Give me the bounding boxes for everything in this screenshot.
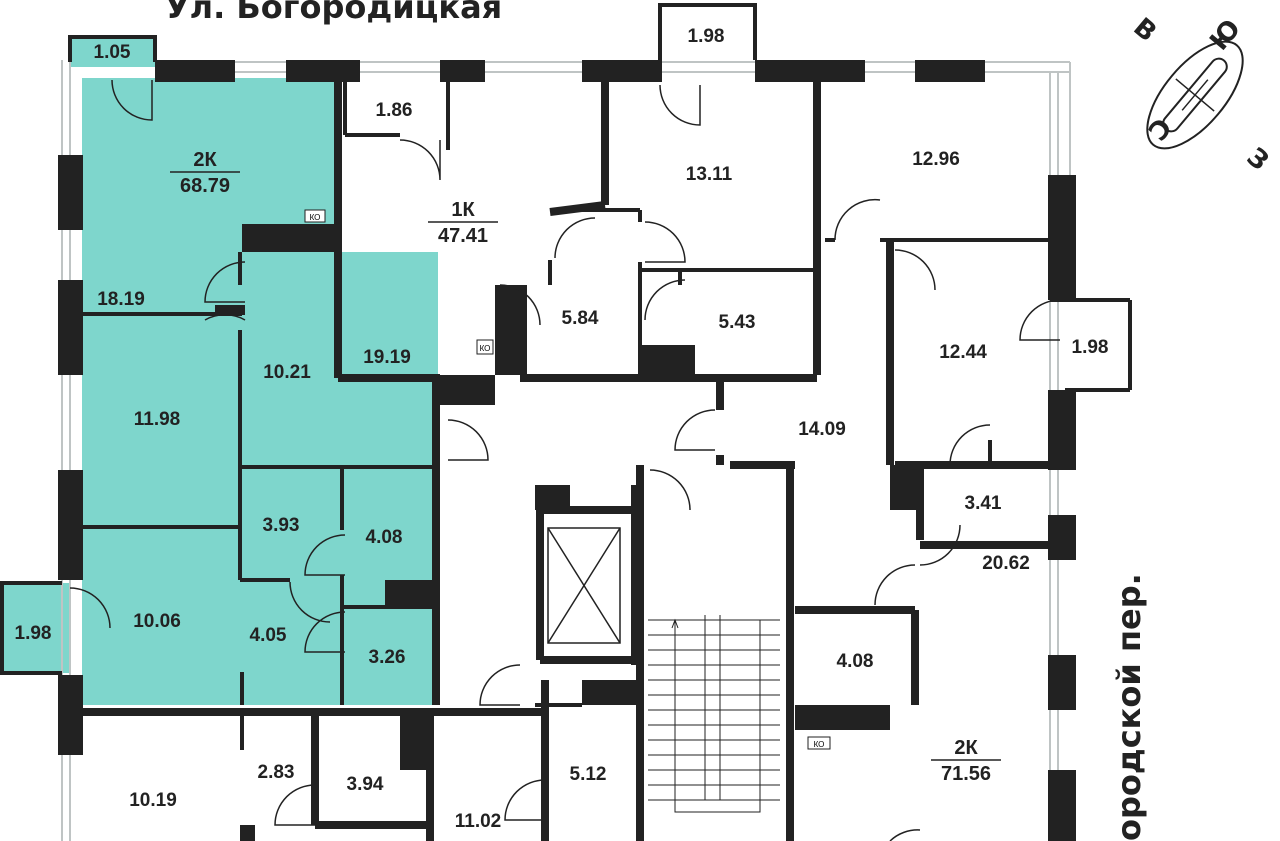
svg-text:КО: КО [480, 344, 491, 353]
compass-west: З [1241, 142, 1274, 177]
room-area: 5.12 [570, 764, 607, 785]
svg-text:КО: КО [310, 213, 321, 222]
room-area: 2.83 [258, 762, 295, 783]
ko-marker: КО [807, 736, 831, 750]
room-area: 1.98 [1072, 337, 1109, 358]
ko-marker: КО [304, 209, 326, 223]
room-area: 4.08 [366, 527, 403, 548]
room-area: 14.09 [798, 419, 846, 440]
room-area: 3.94 [347, 774, 384, 795]
street-right: ородской пер. [1110, 573, 1148, 841]
room-area: 10.19 [129, 790, 177, 811]
room-area: 3.26 [369, 647, 406, 668]
room-area: 4.08 [837, 651, 874, 672]
room-area: 10.21 [263, 362, 311, 383]
room-area: 1.98 [15, 623, 52, 644]
room-area: 12.44 [939, 342, 987, 363]
room-area: 3.93 [263, 515, 300, 536]
apartment-area: 68.79 [180, 175, 230, 197]
compass-icon [1146, 40, 1244, 150]
compass-north: С [1141, 111, 1176, 145]
room-area: 4.05 [250, 625, 287, 646]
apartment-type: 1К [451, 199, 475, 221]
room-area: 19.19 [363, 347, 411, 368]
room-area: 10.06 [133, 611, 181, 632]
room-area: 13.11 [686, 164, 733, 185]
stairs [648, 615, 780, 813]
svg-text:КО: КО [814, 740, 825, 749]
ko-marker: КО [476, 339, 494, 355]
compass-east: В [1128, 12, 1162, 48]
room-area: 11.02 [455, 811, 502, 832]
room-area: 1.86 [376, 100, 413, 121]
room-labels: 1.05 1.98 1.86 13.11 12.96 18.19 5.84 5.… [15, 26, 1109, 832]
room-area: 11.98 [134, 409, 181, 430]
room-area: 20.62 [982, 553, 1030, 574]
room-area: 5.84 [562, 308, 599, 329]
room-area: 12.96 [912, 149, 960, 170]
room-area: 5.43 [719, 312, 756, 333]
apartment-area: 71.56 [941, 763, 991, 785]
apartment-type: 2К [954, 737, 978, 759]
street-top: Ул. Богородицкая [165, 0, 502, 26]
room-area: 1.98 [688, 26, 725, 47]
apartment-area: 47.41 [438, 225, 488, 247]
doors [69, 79, 1061, 841]
room-area: 18.19 [97, 289, 145, 310]
walls [0, 3, 1132, 841]
elevator-shaft [539, 489, 621, 644]
room-area: 1.05 [94, 42, 131, 63]
apartment-type: 2К [193, 149, 217, 171]
room-area: 3.41 [965, 493, 1002, 514]
